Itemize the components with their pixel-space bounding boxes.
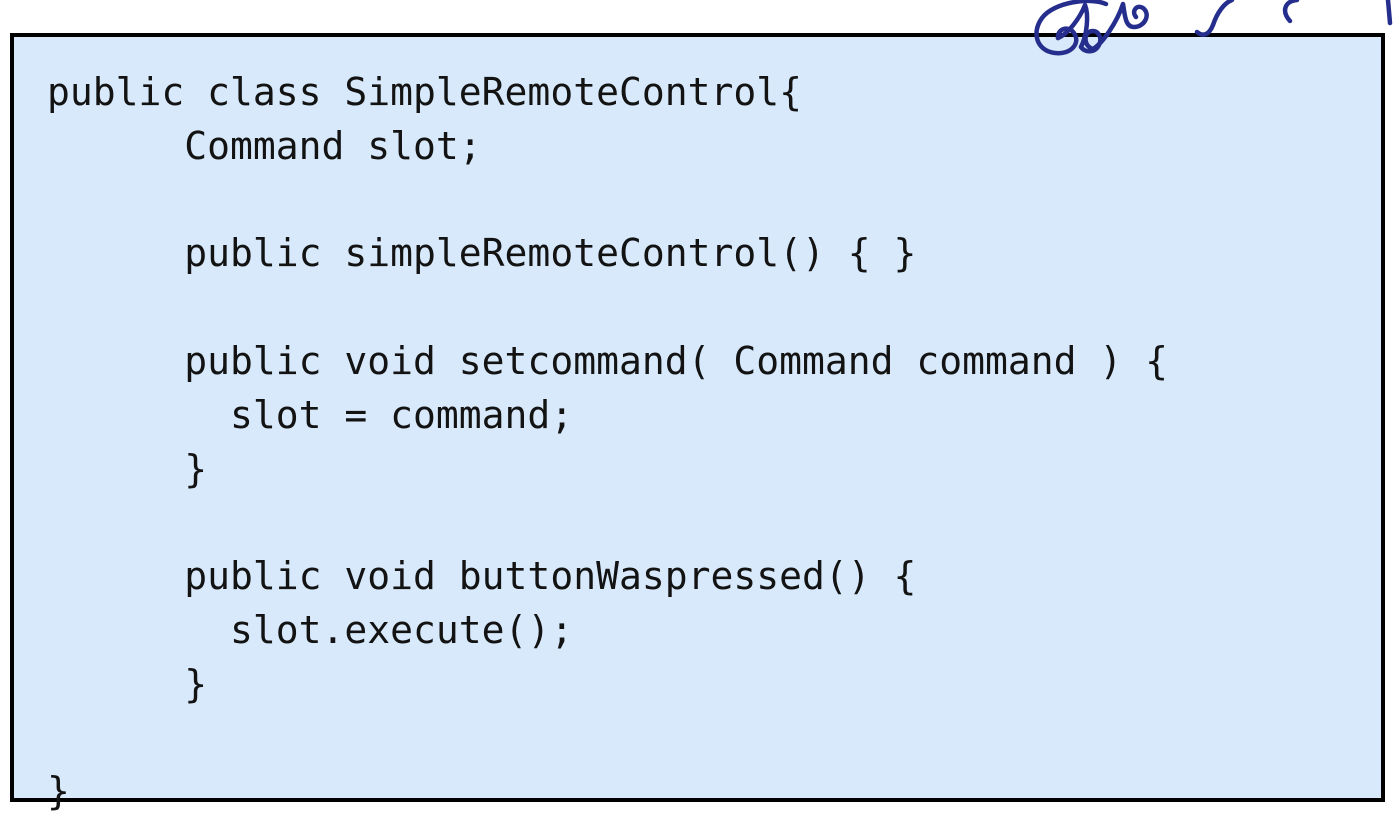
code-line	[47, 712, 1168, 766]
code-line: public void setcommand( Command command …	[47, 338, 1169, 383]
handwritten-stroke-tick	[1385, 0, 1393, 26]
code-line: public simpleRemoteControl() { }	[47, 231, 917, 276]
code-line	[47, 281, 1168, 335]
code-line	[47, 496, 1168, 550]
code-line: }	[47, 769, 70, 814]
code-line: public void buttonWaspressed() {	[47, 554, 917, 599]
code-line: slot = command;	[47, 392, 574, 437]
handwritten-stroke-curve	[1282, 0, 1300, 24]
code-line: }	[47, 446, 208, 491]
handwritten-partial-strokes	[1194, 0, 1393, 37]
code-line: }	[47, 661, 208, 706]
code-line: Command slot;	[47, 123, 482, 168]
code-line: slot.execute();	[47, 607, 574, 652]
code-box: public class SimpleRemoteControl{ Comman…	[10, 33, 1385, 813]
code-line	[47, 174, 1168, 228]
code-line: public class SimpleRemoteControl{	[47, 70, 802, 114]
code-block: public class SimpleRemoteControl{ Comman…	[47, 66, 1168, 819]
handwritten-stroke-v	[1194, 0, 1235, 37]
